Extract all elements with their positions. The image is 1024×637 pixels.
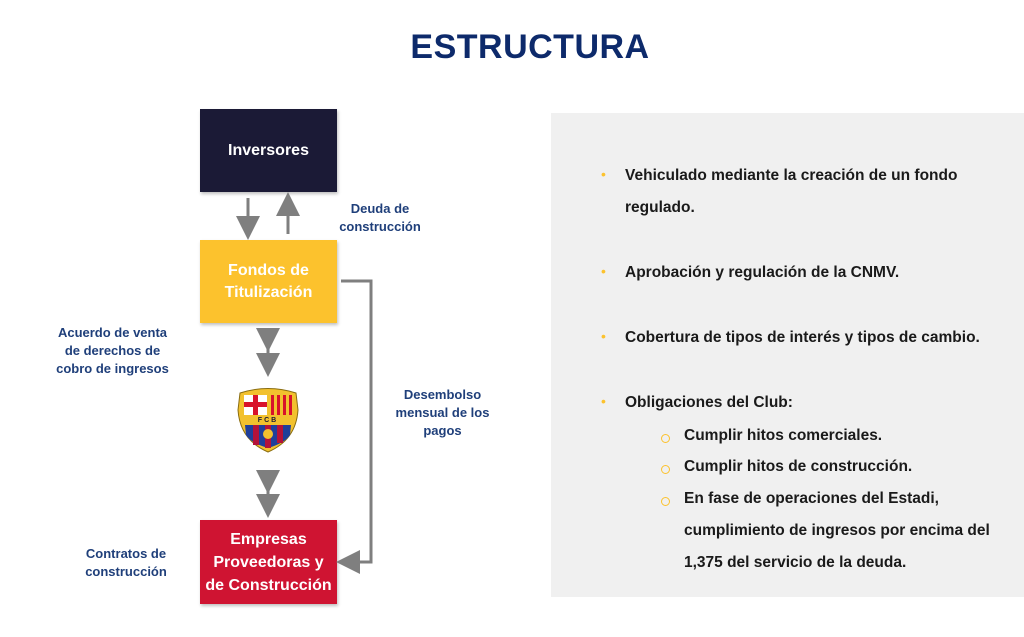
- sub-bullet-line: En fase de operaciones del Estadi,: [684, 490, 939, 507]
- crest-text: FCB: [258, 417, 278, 424]
- bullet-icon: •: [601, 263, 606, 279]
- bullet-item: Cobertura de tipos de interés y tipos de…: [625, 329, 980, 346]
- agreement-line1: Acuerdo de venta: [57, 325, 168, 340]
- sub-bullet-icon: [661, 465, 670, 474]
- page-title: ESTRUCTURA: [410, 28, 650, 66]
- sub-bullet-line: cumplimiento de ingresos por encima del: [684, 522, 990, 539]
- contracts-label: Contratos de construcción: [70, 545, 182, 581]
- fund-label-line2: Titulización: [224, 283, 313, 301]
- agreement-line2: de derechos de: [64, 343, 161, 358]
- disbursement-line1: Desembolso: [403, 387, 482, 402]
- fcb-crest-icon: FCB: [237, 388, 299, 453]
- investors-box: Inversores: [200, 109, 337, 192]
- bullet-item: Obligaciones del Club:: [625, 394, 793, 411]
- fund-label-line1: Fondos de: [228, 261, 309, 279]
- sub-bullet-icon: [661, 434, 670, 443]
- companies-label-line1: Empresas: [230, 530, 307, 548]
- sub-bullet-item: Cumplir hitos comerciales.: [684, 427, 883, 444]
- bullet-item: Aprobación y regulación de la CNMV.: [625, 264, 900, 281]
- sub-bullet-icon: [661, 497, 670, 506]
- disbursement-label: Desembolso mensual de los pagos: [385, 386, 500, 440]
- bullet-line: Vehiculado mediante la creación de un fo…: [625, 167, 958, 184]
- debt-label: Deuda de construcción: [330, 200, 430, 236]
- debt-label-line2: construcción: [339, 219, 421, 234]
- connector-fund-to-companies: [336, 279, 373, 574]
- companies-label-line3: de Construcción: [205, 576, 332, 594]
- bullet-icon: •: [601, 328, 606, 344]
- sub-bullet-line: 1,375 del servicio de la deuda.: [684, 554, 907, 571]
- contracts-line1: Contratos de: [85, 546, 167, 561]
- bullet-icon: •: [601, 393, 606, 409]
- disbursement-line3: pagos: [423, 423, 462, 438]
- sub-bullet-item: Cumplir hitos de construcción.: [684, 458, 913, 475]
- investors-label: Inversores: [228, 141, 309, 159]
- bullet-line: regulado.: [625, 199, 695, 216]
- key-points-panel: [551, 113, 1024, 597]
- contracts-line2: construcción: [85, 564, 167, 579]
- bullet-item: Vehiculado mediante la creación de un fo…: [625, 160, 957, 224]
- sub-bullet-item: En fase de operaciones del Estadi, cumpl…: [684, 483, 990, 579]
- securitization-fund-box: Fondos de Titulización: [200, 240, 337, 323]
- bullet-icon: •: [601, 166, 606, 182]
- disbursement-line2: mensual de los: [395, 405, 490, 420]
- agreement-label: Acuerdo de venta de derechos de cobro de…: [45, 324, 180, 378]
- companies-label-line2: Proveedoras y: [213, 553, 324, 571]
- agreement-line3: cobro de ingresos: [56, 361, 169, 376]
- debt-label-line1: Deuda de: [350, 201, 410, 216]
